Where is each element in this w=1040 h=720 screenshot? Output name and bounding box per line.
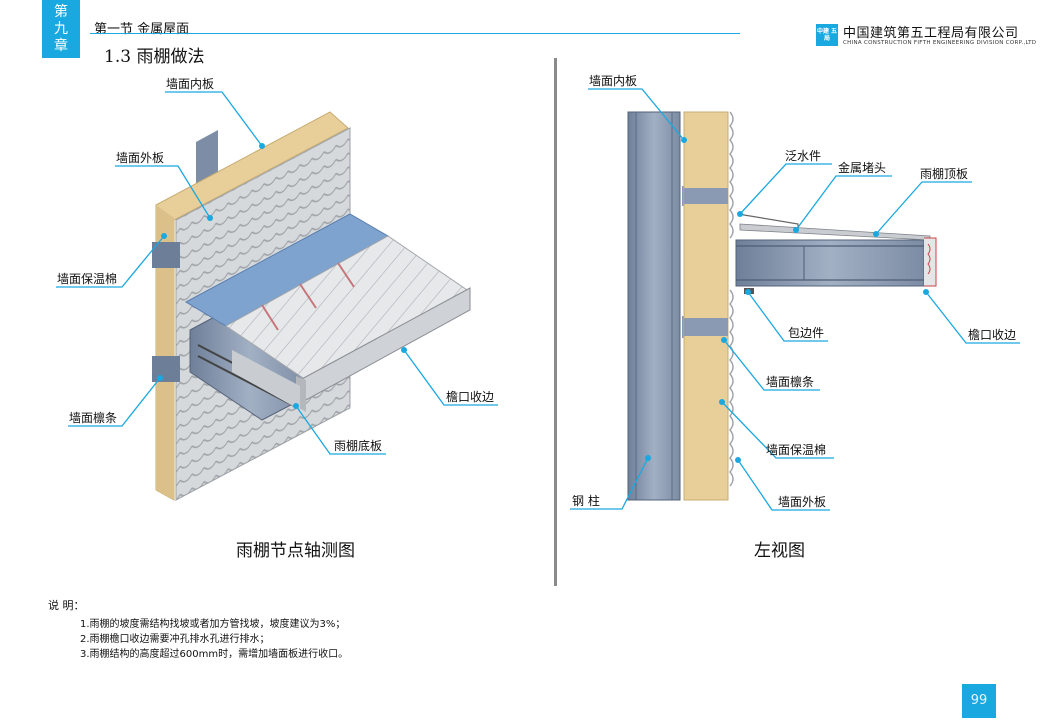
label-inner-panel: 墙面内板 [166, 77, 215, 91]
company-name-en: CHINA CONSTRUCTION FIFTH ENGINEERING DIV… [843, 40, 1037, 46]
label-insulation: 墙面保温棉 [57, 272, 118, 286]
page-number: 99 [962, 684, 996, 718]
label-eave-edge: 檐口收边 [446, 390, 495, 404]
chapter-char: 第 [54, 4, 68, 20]
caption-side-view: 左视图 [754, 541, 805, 561]
chapter-char: 九 [54, 21, 68, 37]
label-outer-panel-right: 墙面外板 [778, 495, 827, 509]
label-eave-edge-right: 檐口收边 [968, 328, 1017, 342]
eave-end-trim [924, 237, 937, 287]
outer-panel-edge [729, 111, 734, 487]
insulation-face [156, 205, 174, 500]
axonometric-drawing [152, 111, 471, 501]
side-view-drawing [627, 111, 937, 501]
center-divider [554, 58, 557, 586]
label-edge-trim: 包边件 [788, 326, 825, 340]
company-logo-icon: 中建 五局 [816, 24, 838, 46]
insulation-strip [683, 111, 729, 501]
steel-column [627, 111, 681, 501]
logo-mark-text: 中建 五局 [816, 28, 838, 42]
label-bottom-panel: 雨棚底板 [334, 439, 383, 453]
company-name: 中国建筑第五工程局有限公司 [843, 26, 1019, 41]
canopy-top-sheet [739, 223, 931, 241]
label-purlin-right: 墙面檩条 [766, 375, 815, 389]
note-item: 1.雨棚的坡度需结构找坡或者加方管找坡，坡度建议为3%； [80, 619, 346, 630]
canopy-bottom-panel [232, 350, 300, 410]
label-flashing: 泛水件 [785, 149, 822, 163]
note-item: 2.雨棚檐口收边需要冲孔排水孔进行排水； [80, 634, 270, 645]
wall-purlin-upper [152, 242, 180, 268]
label-inner-panel-right: 墙面内板 [589, 74, 638, 88]
label-metal-plug: 金属堵头 [838, 161, 887, 175]
label-steel-column: 钢 柱 [572, 494, 600, 508]
chapter-char: 章 [54, 38, 68, 54]
label-outer-panel: 墙面外板 [116, 151, 165, 165]
note-item: 3.雨棚结构的高度超过600mm时，需增加墙面板进行收口。 [80, 649, 349, 660]
header-rule [90, 33, 740, 34]
label-top-panel: 雨棚顶板 [920, 167, 969, 181]
chapter-tab: 第 九 章 [42, 0, 80, 58]
caption-axonometric: 雨棚节点轴测图 [236, 541, 355, 561]
right-leaders [570, 88, 1020, 511]
left-leader-dots [157, 143, 407, 409]
notes-title: 说 明： [48, 599, 85, 612]
right-leader-dots [645, 137, 929, 463]
label-wall-purlin: 墙面檩条 [69, 411, 118, 425]
left-leaders [56, 91, 498, 455]
subsection-title: 1.3 雨棚做法 [104, 47, 205, 67]
label-insulation-right: 墙面保温棉 [766, 443, 827, 457]
canopy-beam [735, 239, 925, 287]
wall-purlin-lower [152, 356, 180, 382]
